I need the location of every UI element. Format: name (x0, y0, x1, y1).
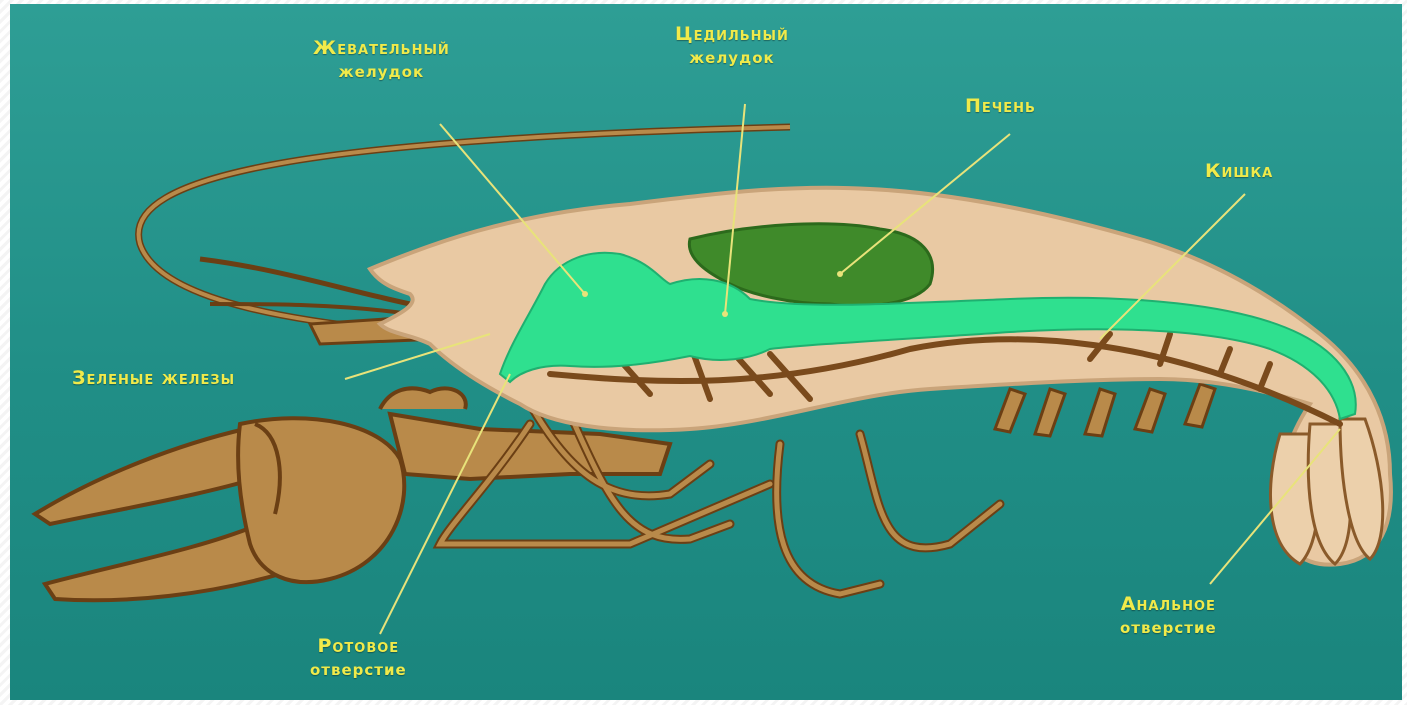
label-mouth-opening: Ротовое отверстие (310, 634, 407, 680)
label-mouth-opening-line2: отверстие (310, 660, 407, 680)
label-intestine: Кишка (1205, 159, 1273, 185)
label-filter-stomach: Цедильный желудок (675, 22, 789, 68)
diagram-panel: Жевательный желудок Цедильный желудок Пе… (10, 4, 1402, 700)
swimmerets (995, 384, 1215, 436)
label-green-glands: Зеленые железы (72, 366, 235, 392)
label-anal-opening: Анальное отверстие (1120, 592, 1217, 638)
label-chewing-stomach-line1: Жевательный (313, 36, 450, 62)
label-chewing-stomach-line2: желудок (313, 62, 450, 82)
label-mouth-opening-line1: Ротовое (310, 634, 407, 660)
label-anal-opening-line1: Анальное (1120, 592, 1217, 618)
label-chewing-stomach: Жевательный желудок (313, 36, 450, 82)
label-filter-stomach-line2: желудок (675, 48, 789, 68)
label-filter-stomach-line1: Цедильный (675, 22, 789, 48)
label-liver: Печень (965, 94, 1036, 120)
label-anal-opening-line2: отверстие (1120, 618, 1217, 638)
